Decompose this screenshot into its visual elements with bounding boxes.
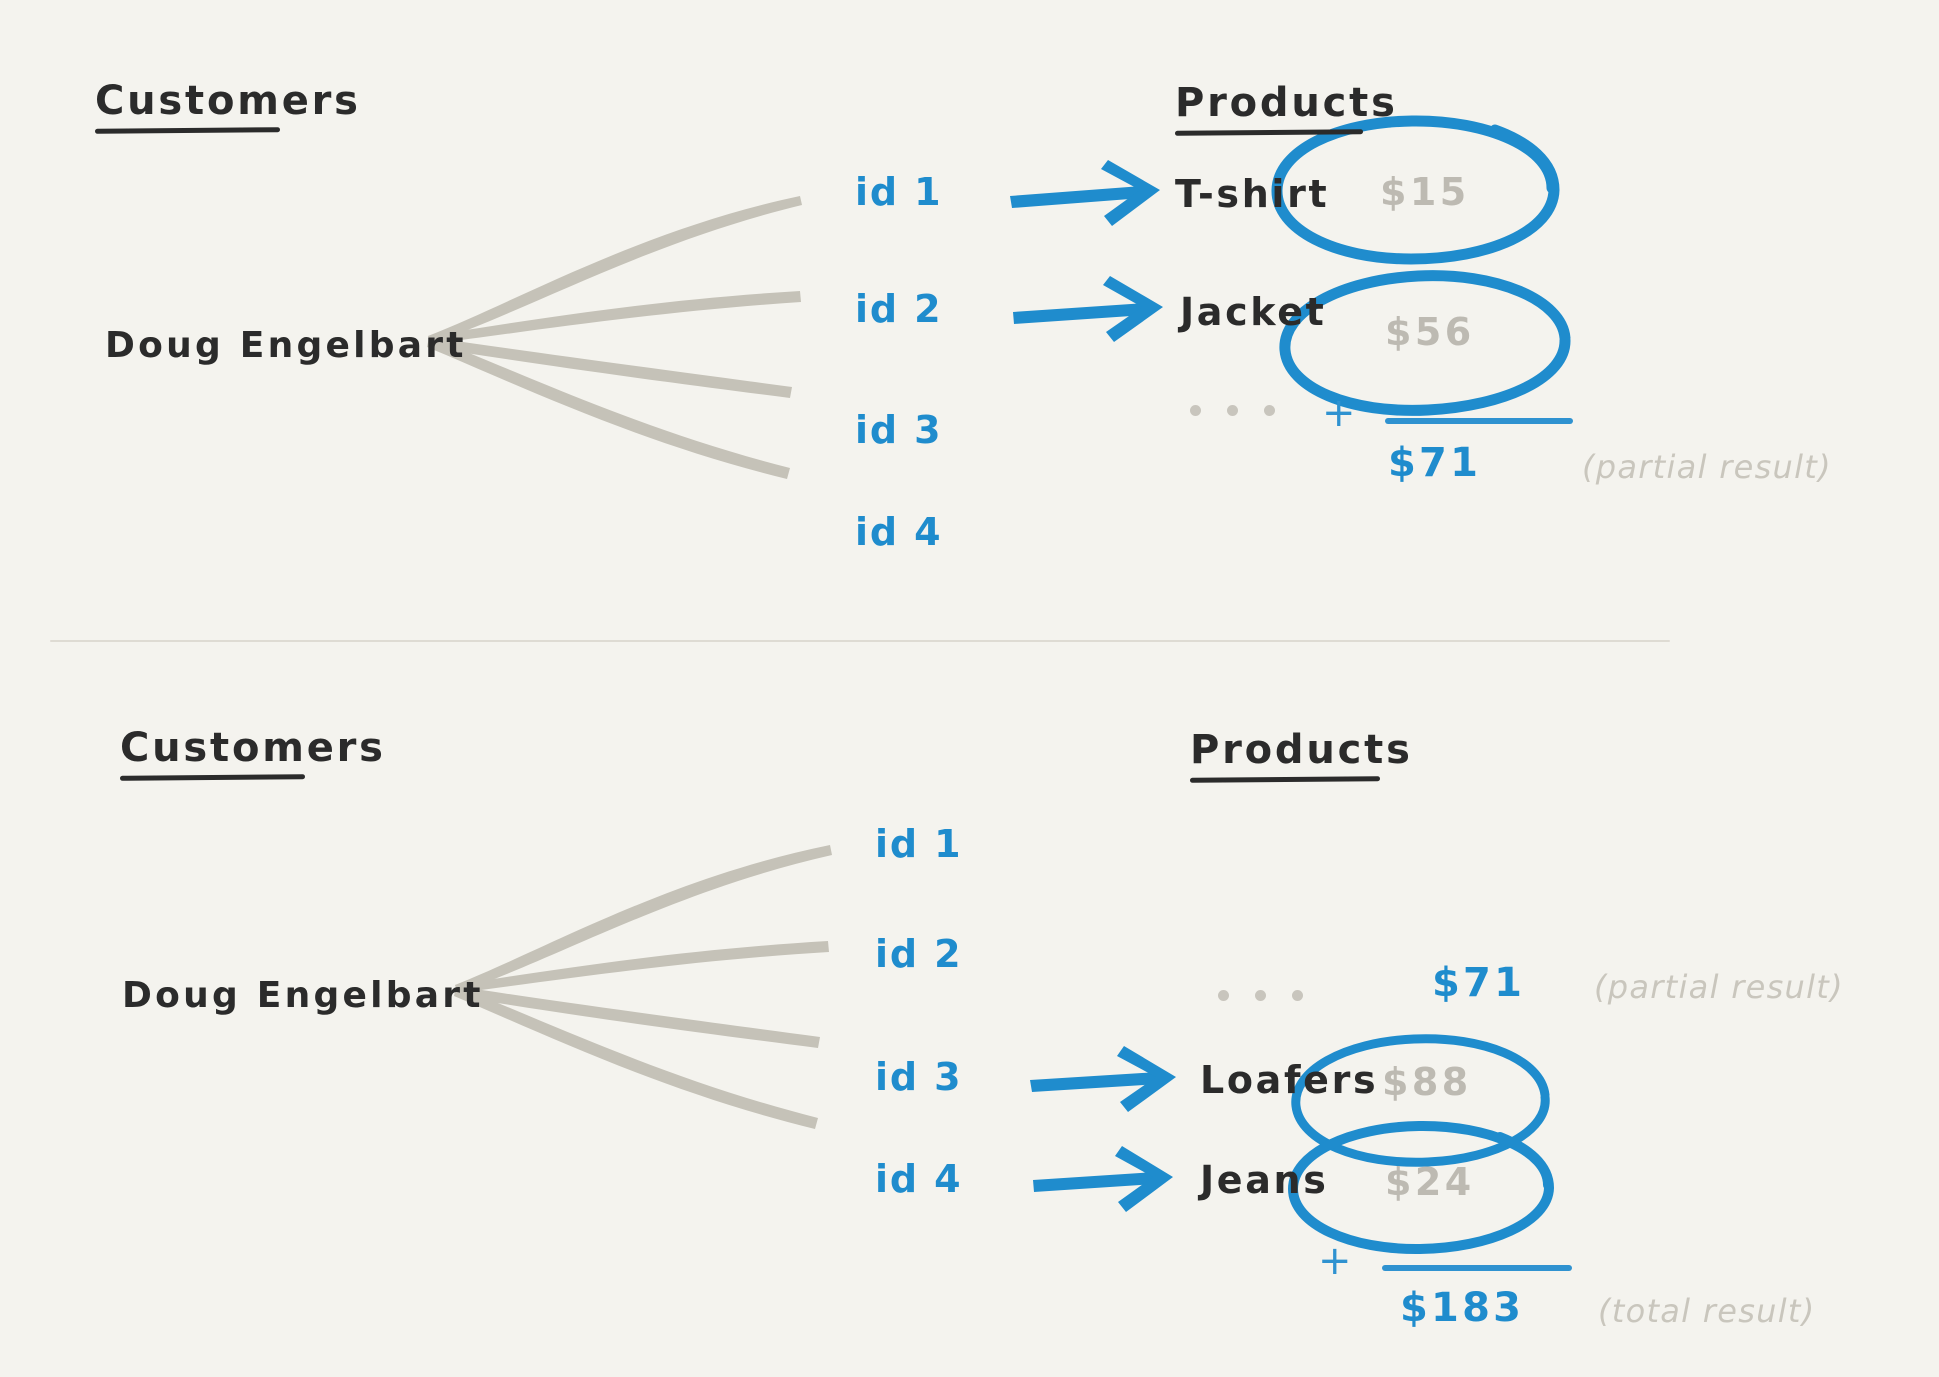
- heading-underline-stroke: [1174, 129, 1364, 136]
- id-label-3-top[interactable]: id 3: [855, 408, 943, 452]
- price-label-88: $88: [1382, 1060, 1472, 1104]
- customers-heading-top: Customers: [94, 78, 361, 134]
- fan-lines-bottom: [454, 845, 832, 1129]
- customer-name-top: Doug Engelbart: [105, 325, 467, 366]
- customer-name-bottom: Doug Engelbart: [122, 975, 484, 1016]
- panel-divider: [50, 640, 1670, 642]
- id-label-1-bottom[interactable]: id 1: [875, 822, 963, 866]
- products-heading-label: Products: [1190, 727, 1413, 773]
- sum-rule-bottom: [1382, 1265, 1572, 1271]
- product-label-loafers: Loafers: [1200, 1058, 1379, 1102]
- customers-heading-bottom: Customers: [119, 725, 386, 781]
- id-label-3-bottom[interactable]: id 3: [875, 1055, 963, 1099]
- customers-heading-label: Customers: [95, 78, 361, 124]
- partial-result-note-bottom: (partial result): [1594, 968, 1844, 1006]
- price-label-15: $15: [1380, 170, 1470, 214]
- id-label-2-top[interactable]: id 2: [855, 287, 943, 331]
- ellipsis-dot: [1292, 990, 1303, 1001]
- product-label-jacket: Jacket: [1180, 290, 1327, 334]
- ellipsis-dot: [1218, 990, 1229, 1001]
- arrow-id3-to-loafers: [1030, 1046, 1176, 1112]
- ellipsis-dot: [1227, 405, 1238, 416]
- carried-partial-value: $71: [1432, 960, 1526, 1006]
- total-result-note: (total result): [1598, 1292, 1816, 1330]
- sum-value-top: $71: [1388, 440, 1482, 486]
- arrow-id4-to-jeans: [1033, 1146, 1173, 1212]
- ellipsis-dot: [1255, 990, 1266, 1001]
- id-label-4-top[interactable]: id 4: [855, 510, 943, 554]
- id-label-1-top[interactable]: id 1: [855, 170, 943, 214]
- heading-underline-stroke: [94, 127, 281, 134]
- heading-underline-stroke: [119, 774, 306, 781]
- ellipsis-dot: [1264, 405, 1275, 416]
- partial-result-note-top: (partial result): [1582, 448, 1832, 486]
- arrow-id2-to-jacket: [1013, 276, 1163, 342]
- fan-lines-top: [427, 196, 802, 479]
- product-label-tshirt: T-shirt: [1175, 172, 1330, 216]
- id-label-2-bottom[interactable]: id 2: [875, 932, 963, 976]
- ellipsis-bottom: [1218, 990, 1303, 1001]
- sum-rule-top: [1385, 418, 1573, 424]
- products-heading-label: Products: [1175, 80, 1398, 126]
- plus-sign-top: +: [1322, 390, 1358, 436]
- heading-underline-stroke: [1189, 776, 1381, 783]
- plus-sign-bottom: +: [1318, 1238, 1354, 1284]
- product-label-jeans: Jeans: [1200, 1158, 1329, 1202]
- price-label-56: $56: [1385, 310, 1475, 354]
- id-label-4-bottom[interactable]: id 4: [875, 1157, 963, 1201]
- price-label-24: $24: [1385, 1160, 1475, 1204]
- ellipsis-dot: [1190, 405, 1201, 416]
- ellipsis-top: [1190, 405, 1275, 416]
- arrow-id1-to-tshirt: [1010, 160, 1160, 226]
- products-heading-bottom: Products: [1189, 727, 1413, 783]
- total-value: $183: [1400, 1285, 1525, 1331]
- products-heading-top: Products: [1174, 80, 1398, 136]
- customers-heading-label: Customers: [120, 725, 386, 771]
